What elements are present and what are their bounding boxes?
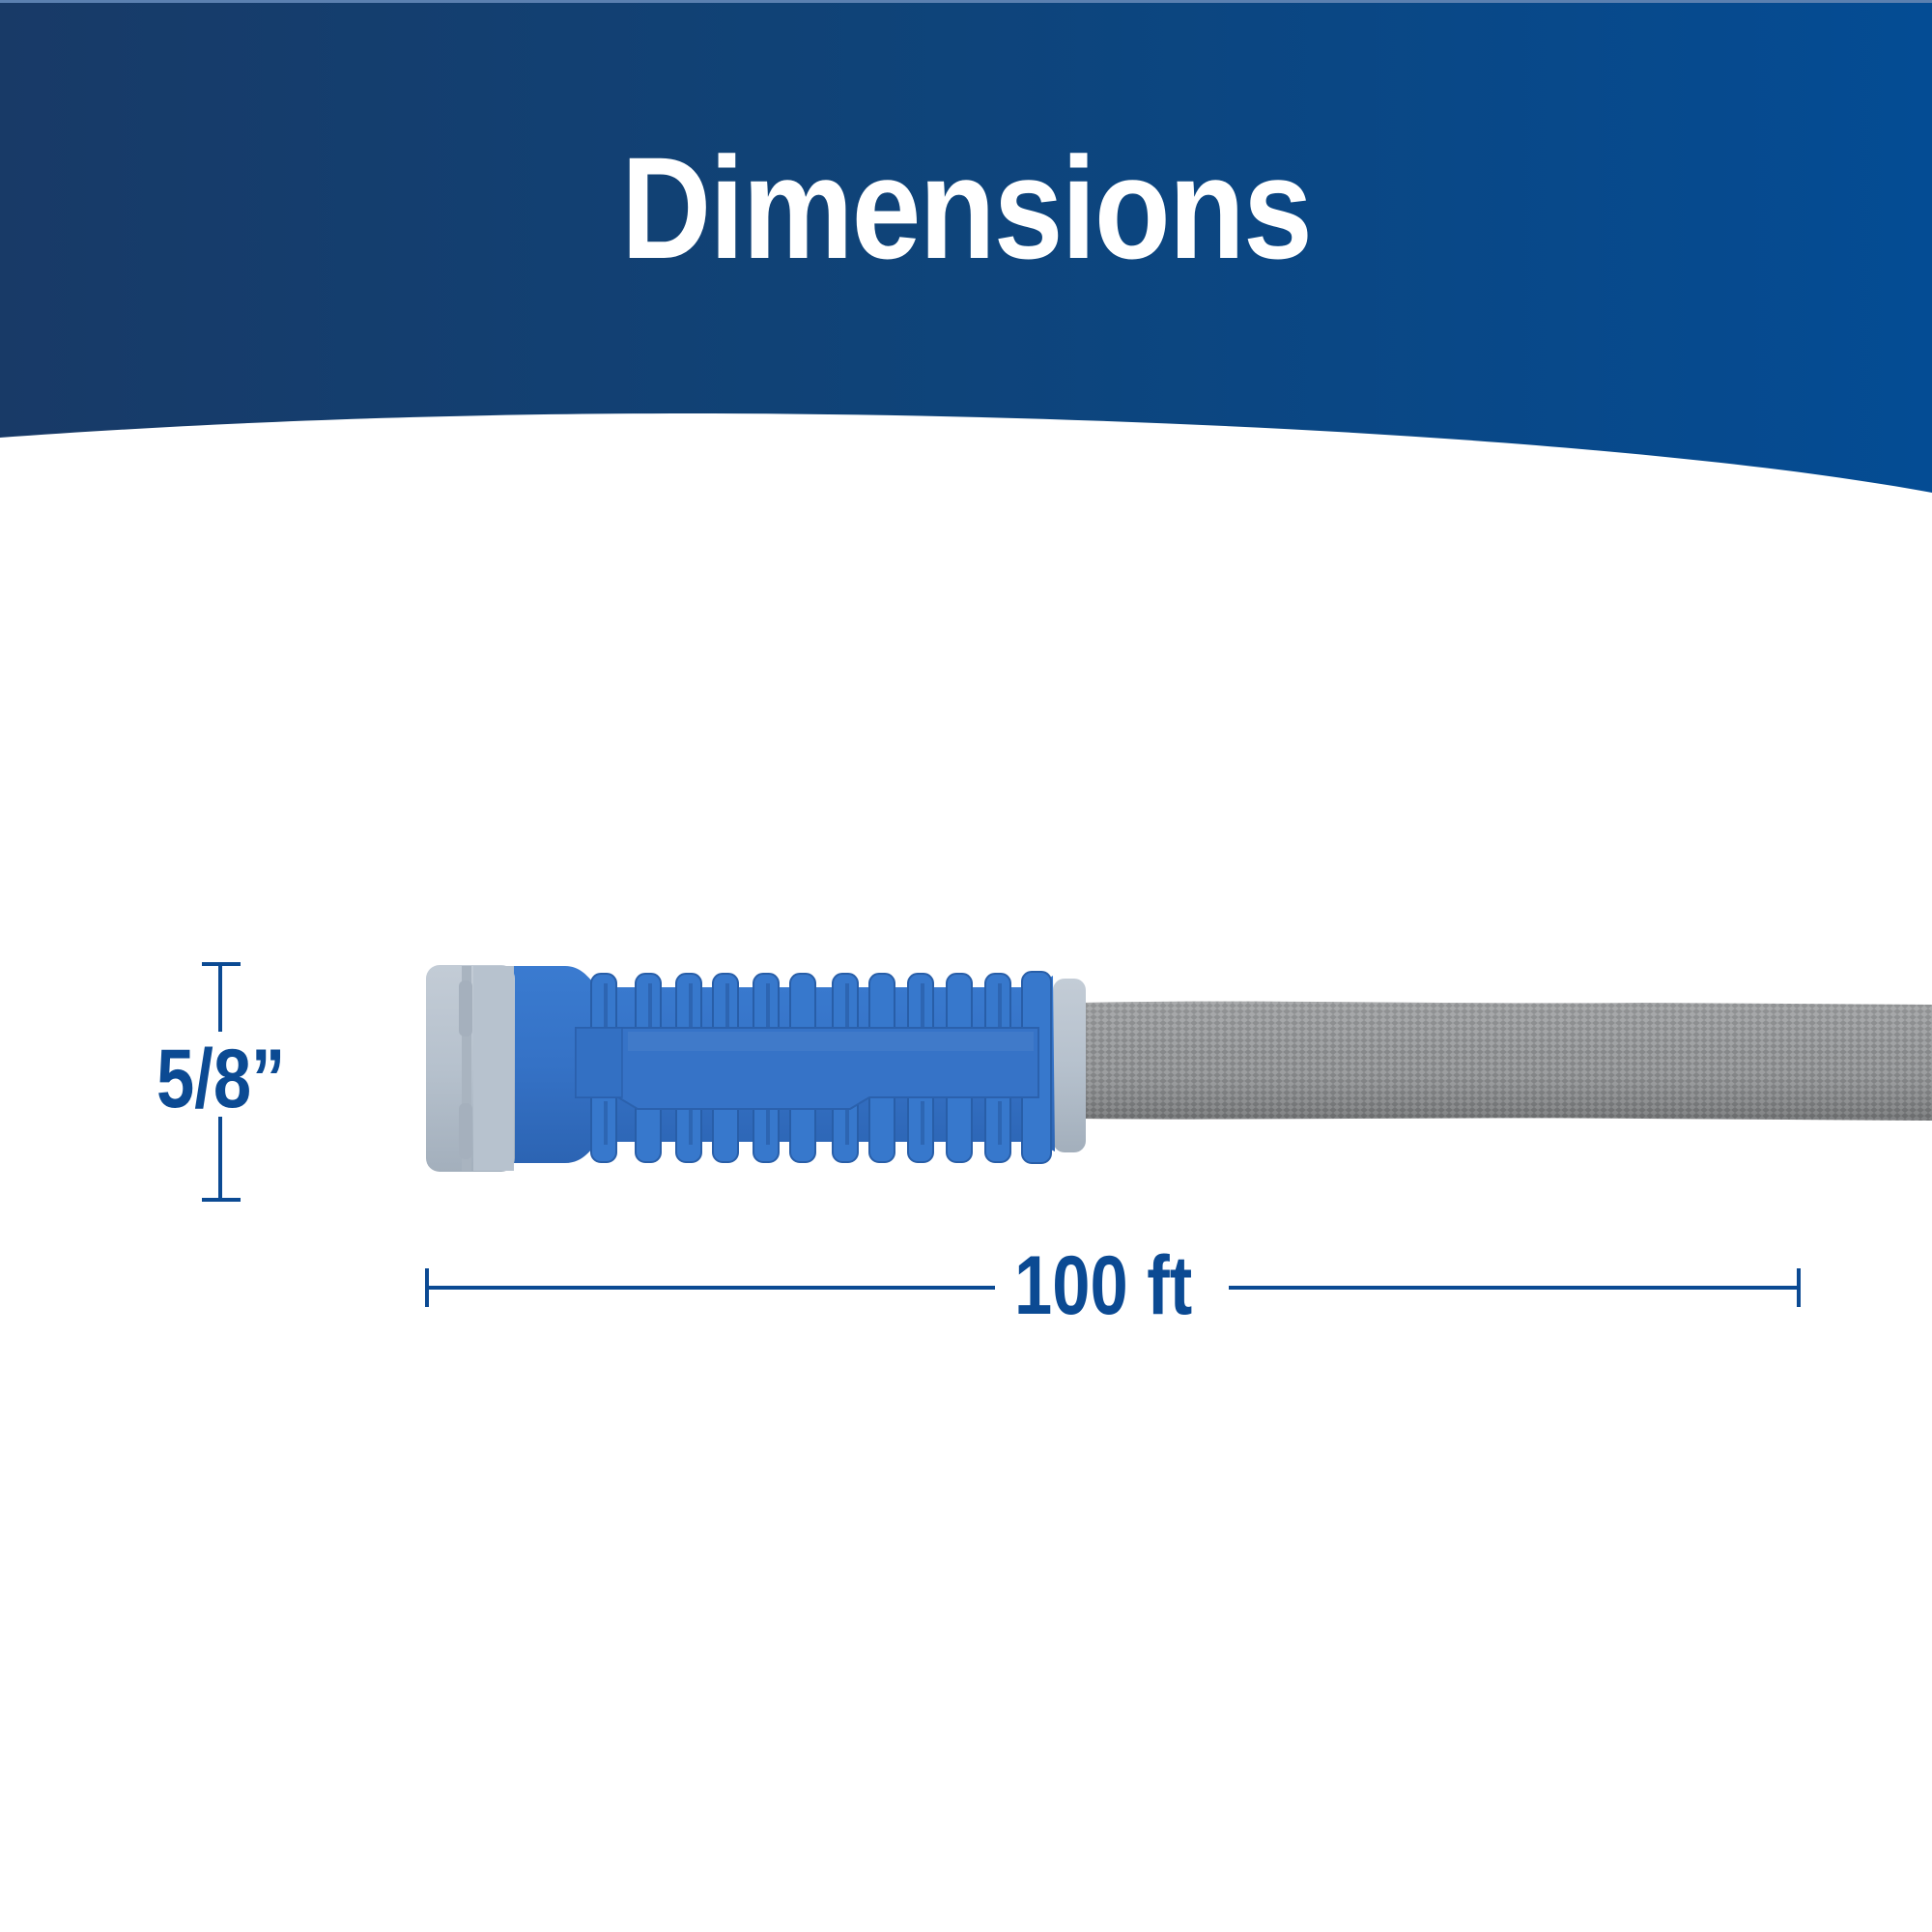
hose-product-image (0, 927, 1932, 1198)
diameter-marker-bottom-cap (202, 1198, 241, 1202)
length-marker-left-line (425, 1286, 995, 1290)
gray-end-cap (426, 965, 515, 1172)
banner-background (0, 0, 1932, 493)
hose-body (1080, 1001, 1932, 1121)
length-marker-right-line (1229, 1286, 1799, 1290)
diameter-marker-bottom-line (218, 1117, 222, 1200)
diameter-label: 5/8” (156, 1033, 286, 1125)
hose-illustration (426, 965, 1932, 1172)
blue-grip (512, 966, 1055, 1164)
page-title-text: Dimensions (621, 127, 1313, 289)
length-label: 100 ft (1014, 1239, 1193, 1332)
page-title: Dimensions (0, 135, 1932, 280)
header-banner (0, 0, 1932, 502)
hose-ring (1053, 979, 1086, 1152)
length-marker-right-cap (1797, 1268, 1801, 1307)
diameter-marker-top-line (218, 964, 222, 1032)
